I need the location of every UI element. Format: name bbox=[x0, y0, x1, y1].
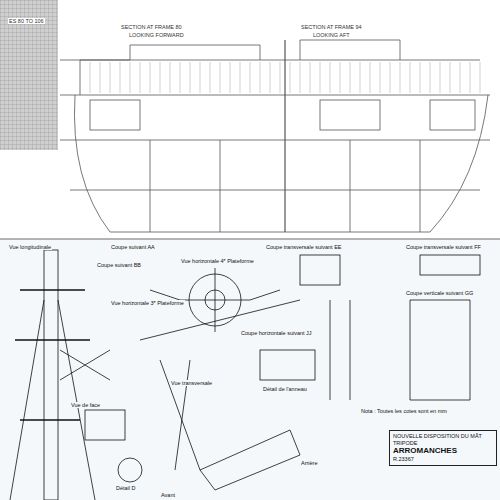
view-label: Vue de face bbox=[70, 402, 101, 408]
view-label: Coupe suivant BB bbox=[96, 262, 142, 268]
view-label: ES 80 TO 106 bbox=[8, 18, 45, 24]
frame-tick bbox=[110, 62, 111, 93]
frame-tick bbox=[140, 62, 141, 93]
frame-tick bbox=[270, 62, 271, 93]
view-label: Vue longitudinale bbox=[8, 244, 52, 250]
deck-lines bbox=[60, 60, 490, 190]
frame-tick bbox=[370, 62, 371, 93]
hull-section bbox=[60, 40, 490, 232]
frame-tick bbox=[450, 62, 451, 93]
arm-details bbox=[140, 300, 300, 470]
view-label: Vue transversale bbox=[170, 380, 213, 386]
lower-sheet bbox=[0, 240, 500, 500]
section-ff bbox=[420, 255, 480, 275]
grid-panel bbox=[0, 0, 58, 150]
title-text: NOUVELLE DISPOSITION DU MÂT TRIPODE bbox=[393, 433, 493, 446]
stay-detail bbox=[330, 300, 350, 400]
frame-tick bbox=[260, 62, 261, 93]
frame-tick bbox=[350, 62, 351, 93]
frame-tick bbox=[460, 62, 461, 93]
frame-tick bbox=[360, 62, 361, 93]
frame-divider bbox=[284, 40, 285, 232]
view-label: Vue horizontale 4ᵉ Plateforme bbox=[180, 258, 255, 264]
braces bbox=[60, 350, 110, 380]
frame-tick bbox=[160, 62, 161, 93]
detail-d bbox=[118, 458, 142, 482]
frame-tick bbox=[180, 62, 181, 93]
bulkheads bbox=[150, 140, 420, 232]
frame-tick bbox=[120, 62, 121, 93]
frame-tick bbox=[330, 62, 331, 93]
section-gg bbox=[410, 300, 470, 400]
frame-tick bbox=[340, 62, 341, 93]
frame-tick bbox=[210, 62, 211, 93]
frame-tick bbox=[170, 62, 171, 93]
frame-tick bbox=[250, 62, 251, 93]
frame-tick bbox=[320, 62, 321, 93]
compartment bbox=[320, 100, 380, 130]
arm-section bbox=[200, 430, 300, 490]
hull-outline bbox=[74, 95, 488, 232]
frame-tick bbox=[430, 62, 431, 93]
frame-tick bbox=[310, 62, 311, 93]
frame-tick bbox=[390, 62, 391, 93]
frame-tick bbox=[380, 62, 381, 93]
frame-tick bbox=[200, 62, 201, 93]
view-label: Coupe transversale suivant EE bbox=[265, 244, 343, 250]
section-ee bbox=[300, 255, 340, 285]
frame-tick bbox=[100, 62, 101, 93]
frame-tick bbox=[230, 62, 231, 93]
frame-tick bbox=[240, 62, 241, 93]
compartment bbox=[90, 100, 140, 130]
view-label: Coupe suivant AA bbox=[110, 244, 156, 250]
view-label: Arrière bbox=[300, 460, 319, 466]
view-label: Coupe verticale suivant GG bbox=[405, 290, 474, 296]
view-label: Avant bbox=[160, 492, 176, 498]
view-label: Détail de l'anneau bbox=[262, 386, 308, 392]
grid-panel-lines bbox=[0, 0, 58, 150]
frame-tick bbox=[90, 62, 91, 93]
sheet-join bbox=[0, 239, 500, 240]
superstructure bbox=[80, 40, 400, 95]
mast-tube bbox=[44, 250, 58, 500]
frame-tick bbox=[290, 62, 291, 93]
title-text: R.23367 bbox=[393, 456, 493, 463]
base-plate bbox=[85, 410, 125, 440]
view-label: SECTION AT FRAME 94 bbox=[300, 24, 363, 30]
frame-tick bbox=[280, 62, 281, 93]
view-label: Détail D bbox=[115, 485, 137, 491]
frame-tick bbox=[440, 62, 441, 93]
frame-tick bbox=[300, 62, 301, 93]
upper-sheet bbox=[0, 0, 500, 238]
tripod-legs bbox=[10, 300, 95, 500]
title-text: ARROMANCHES bbox=[393, 446, 493, 456]
detail-box bbox=[260, 350, 315, 380]
frame-tick bbox=[190, 62, 191, 93]
view-label: SECTION AT FRAME 80 bbox=[120, 24, 183, 30]
compartment bbox=[430, 100, 475, 130]
frame-tick bbox=[480, 62, 481, 93]
frame-tick bbox=[410, 62, 411, 93]
frame-tick bbox=[420, 62, 421, 93]
frame-lines bbox=[90, 62, 480, 93]
platforms bbox=[15, 290, 90, 420]
frame-tick bbox=[400, 62, 401, 93]
frame-tick bbox=[470, 62, 471, 93]
title-block: NOUVELLE DISPOSITION DU MÂT TRIPODEARROM… bbox=[389, 430, 497, 466]
view-label: Coupe transversale suivant FF bbox=[405, 244, 482, 250]
view-label: LOOKING AFT bbox=[312, 32, 351, 38]
view-label: Vue horizontale 3ᵉ Plateforme bbox=[110, 300, 185, 306]
frame-tick bbox=[150, 62, 151, 93]
view-label: LOOKING FORWARD bbox=[128, 32, 185, 38]
frame-tick bbox=[220, 62, 221, 93]
view-label: Coupe horizontale suivant JJ bbox=[240, 330, 313, 336]
view-label: Nota : Toutes les cotes sont en mm bbox=[360, 408, 448, 414]
frame-tick bbox=[130, 62, 131, 93]
